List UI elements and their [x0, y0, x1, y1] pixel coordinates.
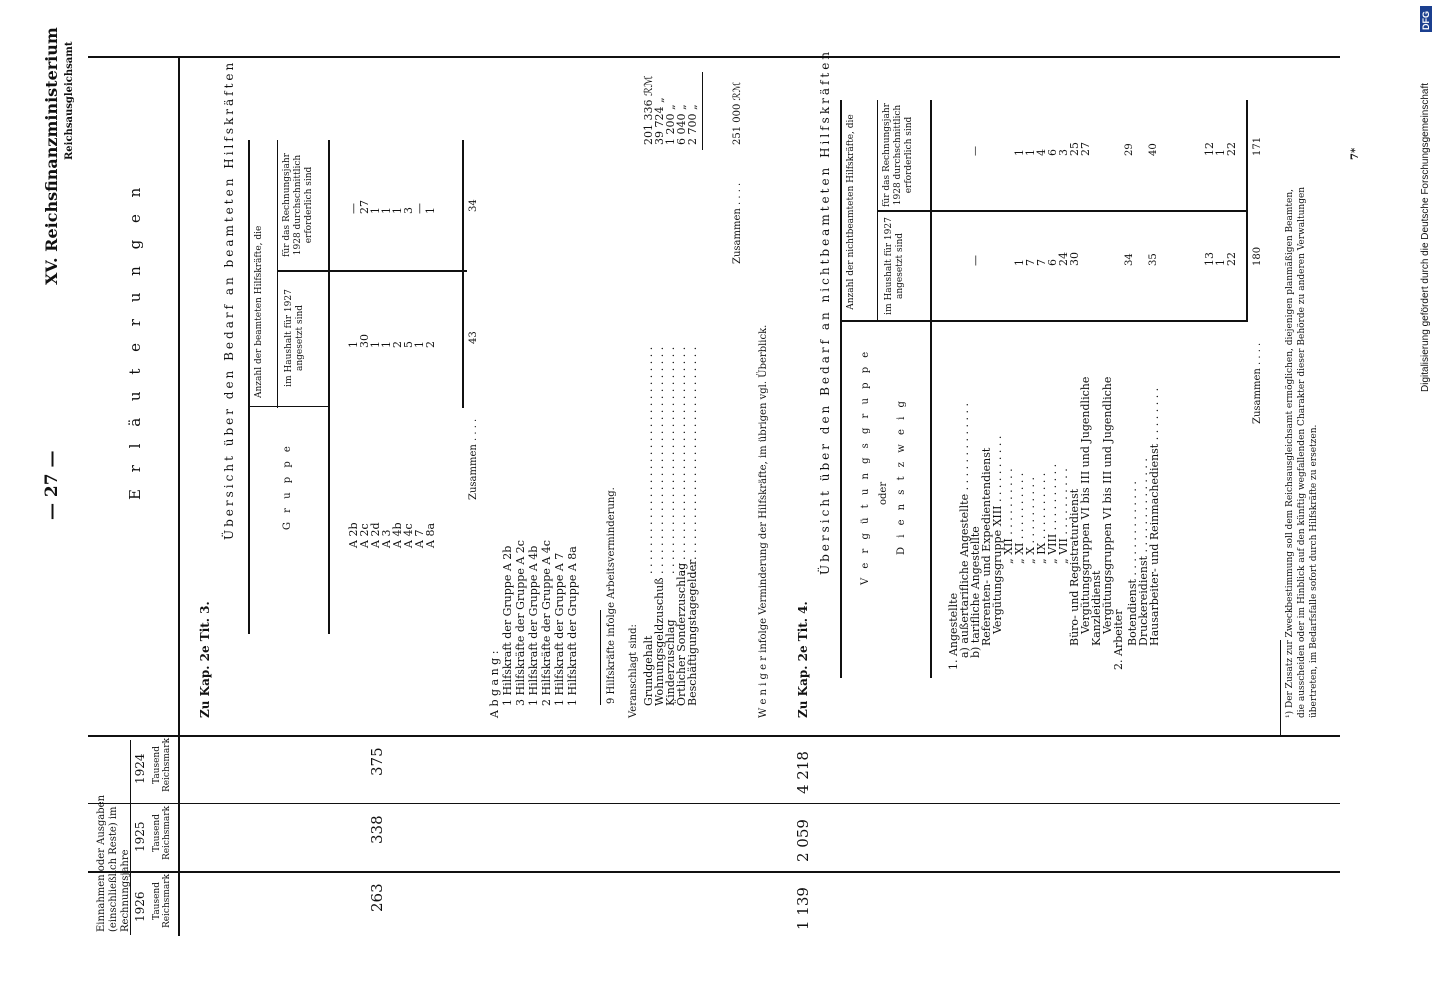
- budget-value-1926-a: 263: [368, 883, 386, 912]
- sec3-weniger: W e n i g e r infolge Verminderung der H…: [758, 324, 769, 718]
- budget-year-1925: 1925: [133, 821, 147, 852]
- sec3-cost-sum: 251 000 ℛℳ: [732, 81, 743, 145]
- sec4-col-group: V e r g ü t u n g s g r u p p e: [860, 348, 871, 585]
- budget-col-line-1: [88, 803, 1340, 804]
- sec3-col-1928: für das Rechnungsjahr 1928 durchschnittl…: [282, 153, 314, 257]
- sec3-col-top: Anzahl der beamteten Hilfskräfte, die: [254, 225, 264, 398]
- ministry-title: XV. Reichsfinanzministerium: [42, 27, 61, 285]
- budget-year-1926: 1926: [133, 891, 147, 922]
- sec3-sum-1927: 43: [468, 331, 479, 344]
- sec4-value-1927-kanzlei: 35: [1148, 253, 1159, 266]
- header-rule: [178, 56, 180, 936]
- budget-unit-1924: Tausend Reichsmark: [152, 737, 172, 793]
- sec4-col-split-a: [842, 320, 1247, 322]
- sec4-col-dienst: D i e n s t z w e i g: [896, 398, 907, 555]
- budget-year-line: [130, 740, 131, 935]
- sec3-sum-label: Zusammen . . . .: [468, 418, 479, 500]
- digitization-note: Digitalisierung gefördert durch die Deut…: [1420, 82, 1431, 392]
- sec4-header-bottom: [930, 100, 932, 678]
- footnote-rule: [1280, 640, 1281, 735]
- budget-value-1924-b: 4 218: [794, 751, 812, 794]
- sec3-abgang: A b g a n g : 1 Hilfskraft der Gruppe A …: [488, 540, 579, 718]
- budget-separator: [88, 735, 1340, 737]
- sec4-col-oder: oder: [878, 481, 889, 505]
- sec3-title: Übersicht über den Bedarf an beamteten H…: [222, 59, 236, 540]
- sec4-rows: 1. Angestellte a) außertarifliche Angest…: [947, 376, 1161, 670]
- sec4-col-1928: für das Rechnungsjahr 1928 durchschnittl…: [882, 103, 914, 207]
- sec4-table-top: [840, 100, 842, 678]
- sec4-title: Übersicht über den Bedarf an nichtbeamte…: [818, 48, 832, 575]
- sec4-value-1928-auss: —: [970, 146, 981, 156]
- budget-unit-1926: Tausend Reichsmark: [152, 873, 172, 929]
- sec3-col-split: [277, 270, 467, 272]
- sec3-col-gruppe: [250, 406, 330, 407]
- budget-value-1925-a: 338: [368, 815, 386, 844]
- budget-head: Einnahmen oder Ausgaben (einschließlich …: [96, 794, 131, 932]
- top-rule: [88, 56, 1340, 58]
- sec4-value-1927-buero: 34: [1124, 253, 1135, 266]
- sec4-col-top-label: Anzahl der nichtbeamteten Hilfskräfte, d…: [846, 114, 856, 310]
- budget-value-1924-a: 375: [368, 747, 386, 776]
- sec4-values-1927: —: [969, 255, 982, 266]
- sec3-col-1927: im Haushalt für 1927 angesetzt sind: [284, 289, 305, 387]
- sec3-abgang-rule: [600, 610, 601, 705]
- sec4-col-top: [877, 100, 878, 322]
- footnote: ¹) Der Zusatz zur Zweckbestimmung soll d…: [1285, 186, 1319, 718]
- sec3-sum-rule: [462, 140, 464, 408]
- sec3-sum-1928: 34: [468, 199, 479, 212]
- sec4-col-split-b: [877, 210, 1247, 212]
- dfg-logo-text: DFG: [1421, 11, 1431, 30]
- sec4-sum-1927: 180: [1252, 246, 1263, 266]
- office-title: Reichsausgleichsamt: [64, 41, 75, 160]
- sec4-value-1928-buero: 29: [1124, 143, 1135, 156]
- sec3-ref: Zu Kap. 2e Tit. 3.: [198, 601, 212, 718]
- sec4-sum-1928: 171: [1252, 136, 1263, 156]
- budget-col-line-2: [88, 871, 1340, 873]
- sec4-sum-rule: [1246, 100, 1248, 322]
- sec3-header-bottom: [328, 140, 330, 634]
- sec4-sum-label: Zusammen . . . .: [1252, 342, 1263, 424]
- sec4-value-1928-kanzlei: 40: [1148, 143, 1159, 156]
- page-mark: 7*: [1350, 147, 1361, 160]
- budget-value-1925-b: 2 059: [794, 819, 812, 862]
- sec3-cost-rule: [702, 72, 703, 150]
- sec3-cost-sum-label: Zusammen . . . .: [732, 182, 743, 264]
- sec4-col-1927: im Haushalt für 1927 angesetzt sind: [884, 217, 905, 315]
- sec3-abgang-total: 9 Hilfskräfte infolge Arbeitsverminderun…: [606, 487, 617, 704]
- budget-value-1926-b: 1 139: [794, 887, 812, 930]
- budget-unit-1925: Tausend Reichsmark: [152, 805, 172, 861]
- dfg-logo: [1420, 6, 1432, 32]
- explanations-title: E r l ä u t e r u n g e n: [126, 181, 144, 500]
- budget-year-1924: 1924: [133, 753, 147, 784]
- sec3-veranschlagt: Veranschlagt sind:: [628, 624, 639, 718]
- sec3-cost-leaders: . . . . . . . . . . . . . . . . . . . . …: [642, 346, 699, 574]
- sec4-ref: Zu Kap. 2e Tit. 4.: [796, 601, 810, 718]
- sec3-col-gruppe-label: G r u p p e: [282, 443, 293, 530]
- sec3-table-top: [248, 140, 250, 634]
- sec3-col-mid: [277, 140, 278, 408]
- page-number: — 27 —: [42, 450, 62, 521]
